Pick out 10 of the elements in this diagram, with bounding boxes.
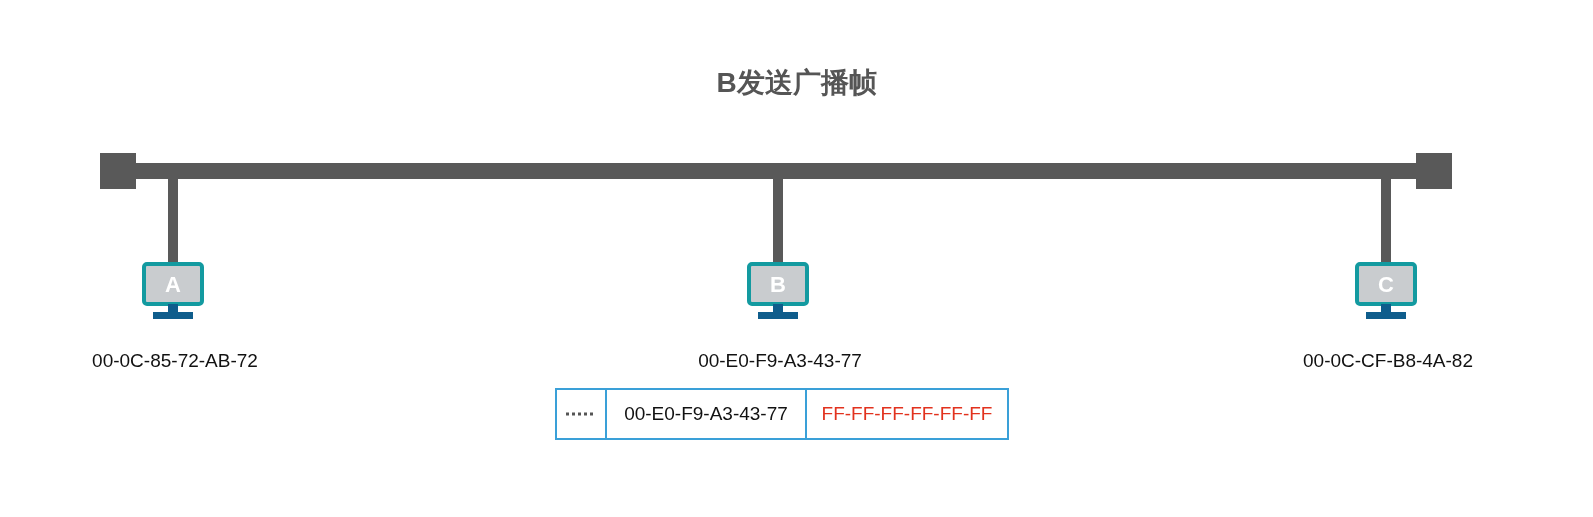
mac-address: 00-0C-85-72-AB-72: [92, 350, 258, 372]
frame-field: 00-E0-F9-A3-43-77: [607, 390, 807, 438]
bus-cable: [100, 153, 1452, 189]
frame-field: FF-FF-FF-FF-FF-FF: [807, 390, 1007, 438]
mac-address: 00-E0-F9-A3-43-77: [698, 350, 862, 372]
title: B发送广播帧: [715, 66, 878, 100]
mac-address: 00-0C-CF-B8-4A-82: [1303, 350, 1473, 372]
drop-cable: [1381, 179, 1391, 264]
drop-cable: [773, 179, 783, 264]
drop-cable: [168, 179, 178, 264]
